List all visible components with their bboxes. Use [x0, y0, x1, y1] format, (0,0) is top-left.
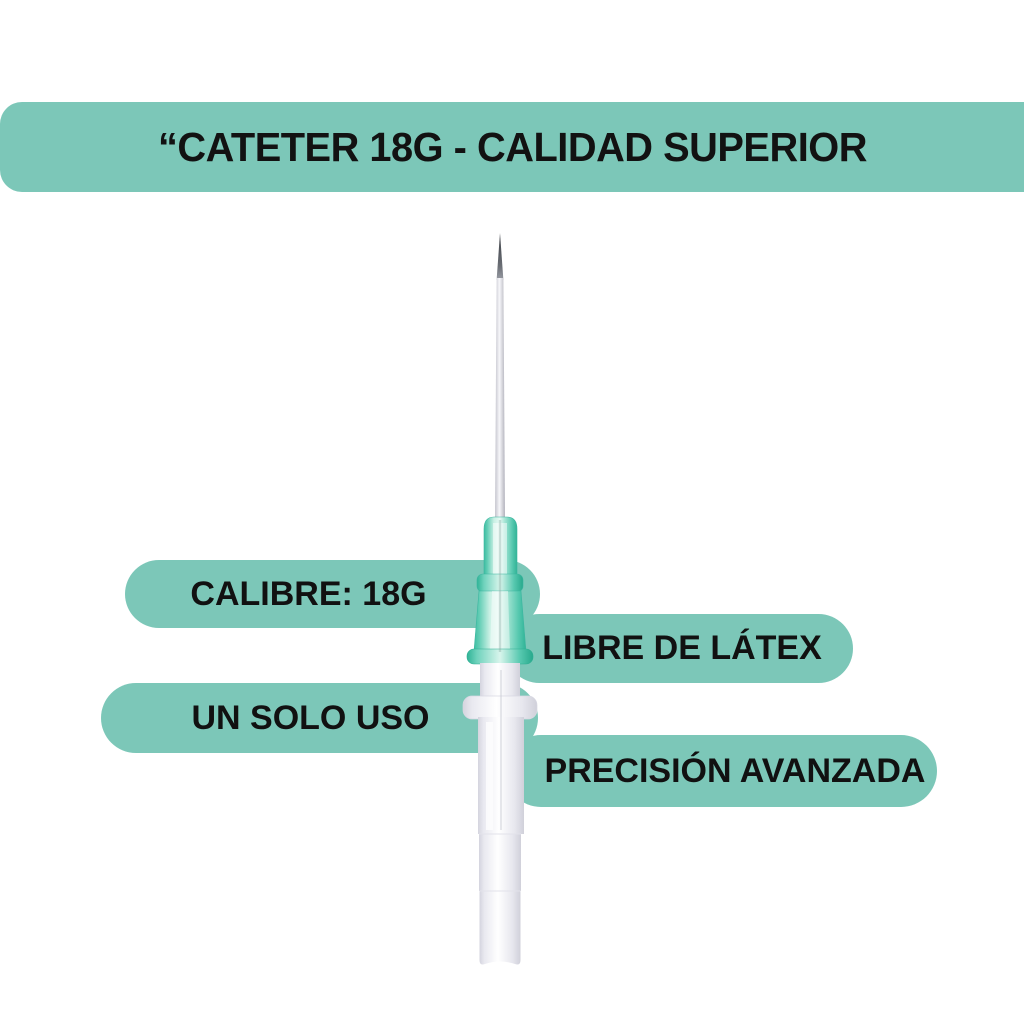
feature-pill-un-solo-uso: UN SOLO USO	[101, 683, 538, 753]
body-barrel	[478, 717, 524, 834]
feature-pill-precision: PRECISIÓN AVANZADA	[505, 735, 937, 807]
feature-label-calibre: CALIBRE: 18G	[190, 574, 427, 613]
title-banner: “CATETER 18G - CALIDAD SUPERIOR	[0, 102, 1024, 192]
feature-label-un-solo-uso: UN SOLO USO	[191, 698, 430, 737]
body-end-plug	[479, 891, 521, 965]
feature-label-precision: PRECISIÓN AVANZADA	[544, 751, 926, 790]
feature-pill-calibre: CALIBRE: 18G	[125, 560, 540, 628]
catheter-shaft	[495, 278, 505, 518]
page-title: “CATETER 18G - CALIDAD SUPERIOR	[157, 123, 867, 170]
needle-tip-icon	[496, 233, 504, 280]
body-neck	[480, 663, 520, 698]
feature-label-latex: LIBRE DE LÁTEX	[542, 629, 822, 667]
feature-pill-latex: LIBRE DE LÁTEX	[505, 614, 853, 683]
body-step	[479, 834, 521, 891]
catheter-illustration	[462, 233, 538, 965]
